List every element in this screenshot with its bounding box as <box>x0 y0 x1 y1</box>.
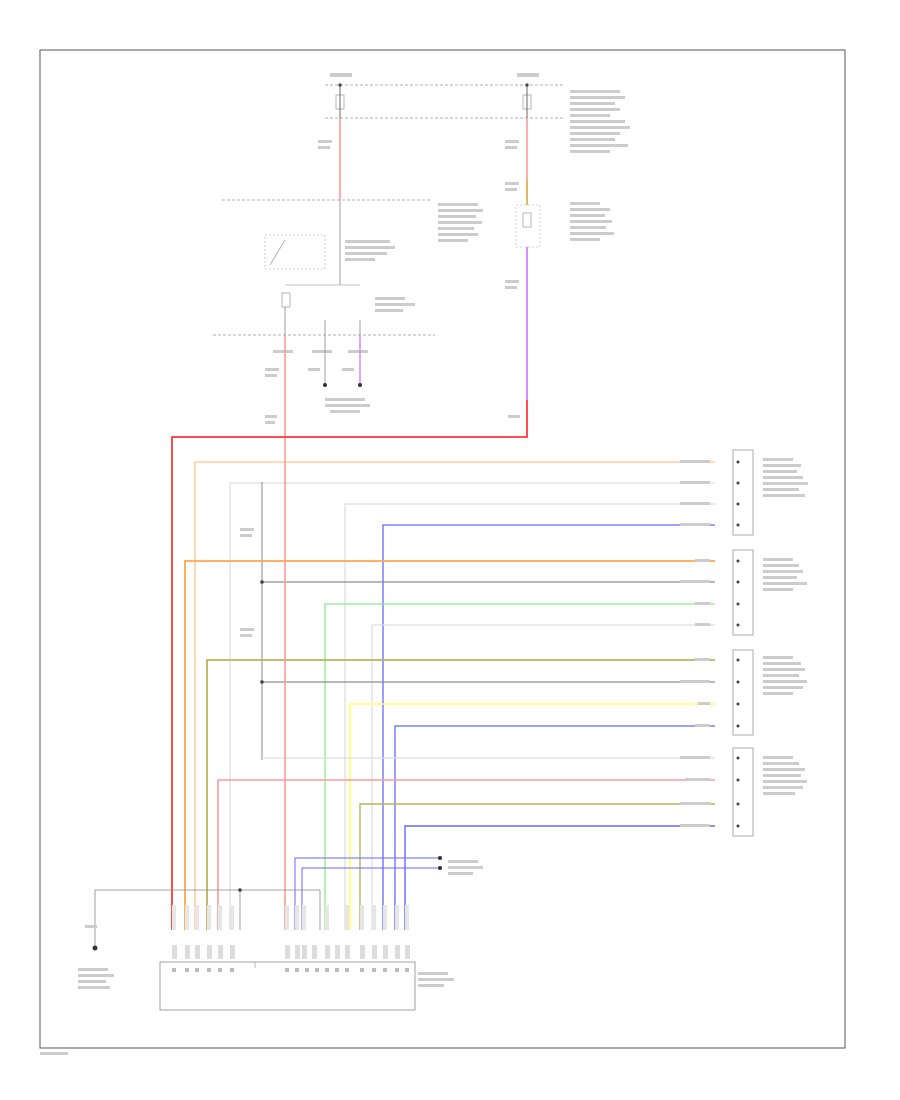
switch-3 <box>732 649 807 736</box>
relay-left <box>281 284 415 335</box>
wire-light-gray-c <box>371 624 715 930</box>
ground-icon <box>92 945 98 951</box>
wire-light-orange <box>194 461 715 930</box>
module-pin-numbers <box>172 968 409 972</box>
relay-right <box>515 202 614 248</box>
control-module <box>78 888 454 1011</box>
wire-light-gray-b <box>344 503 715 930</box>
switch-4 <box>732 747 807 837</box>
wire-blue-d <box>294 857 440 930</box>
wire-labels <box>680 460 710 827</box>
diagram-border <box>39 49 846 1049</box>
wire-olive-a <box>206 659 715 930</box>
wire-blue-b <box>394 725 715 930</box>
wire-green <box>324 603 715 930</box>
wire-blue-a <box>382 524 715 930</box>
wire-yellow <box>349 703 715 930</box>
wire-olive-b <box>359 803 715 930</box>
wire-blue-c <box>404 825 715 930</box>
wire-light-gray-a <box>229 482 715 930</box>
wire-pink-b <box>217 779 715 930</box>
module-pins <box>172 905 409 930</box>
footer-code-mark <box>40 1052 68 1055</box>
fuse-box-top <box>325 73 630 153</box>
connector-c1 <box>265 335 370 440</box>
wire-blue-e <box>301 867 440 930</box>
seat-switch-box <box>264 200 395 285</box>
wire-orange <box>184 560 715 930</box>
module-terminals <box>172 945 410 959</box>
switch-2 <box>732 549 807 636</box>
fuse-label-left <box>330 73 352 77</box>
wire-red-main <box>171 400 528 930</box>
fuse-label-right <box>517 73 539 77</box>
switch-1 <box>732 449 808 536</box>
